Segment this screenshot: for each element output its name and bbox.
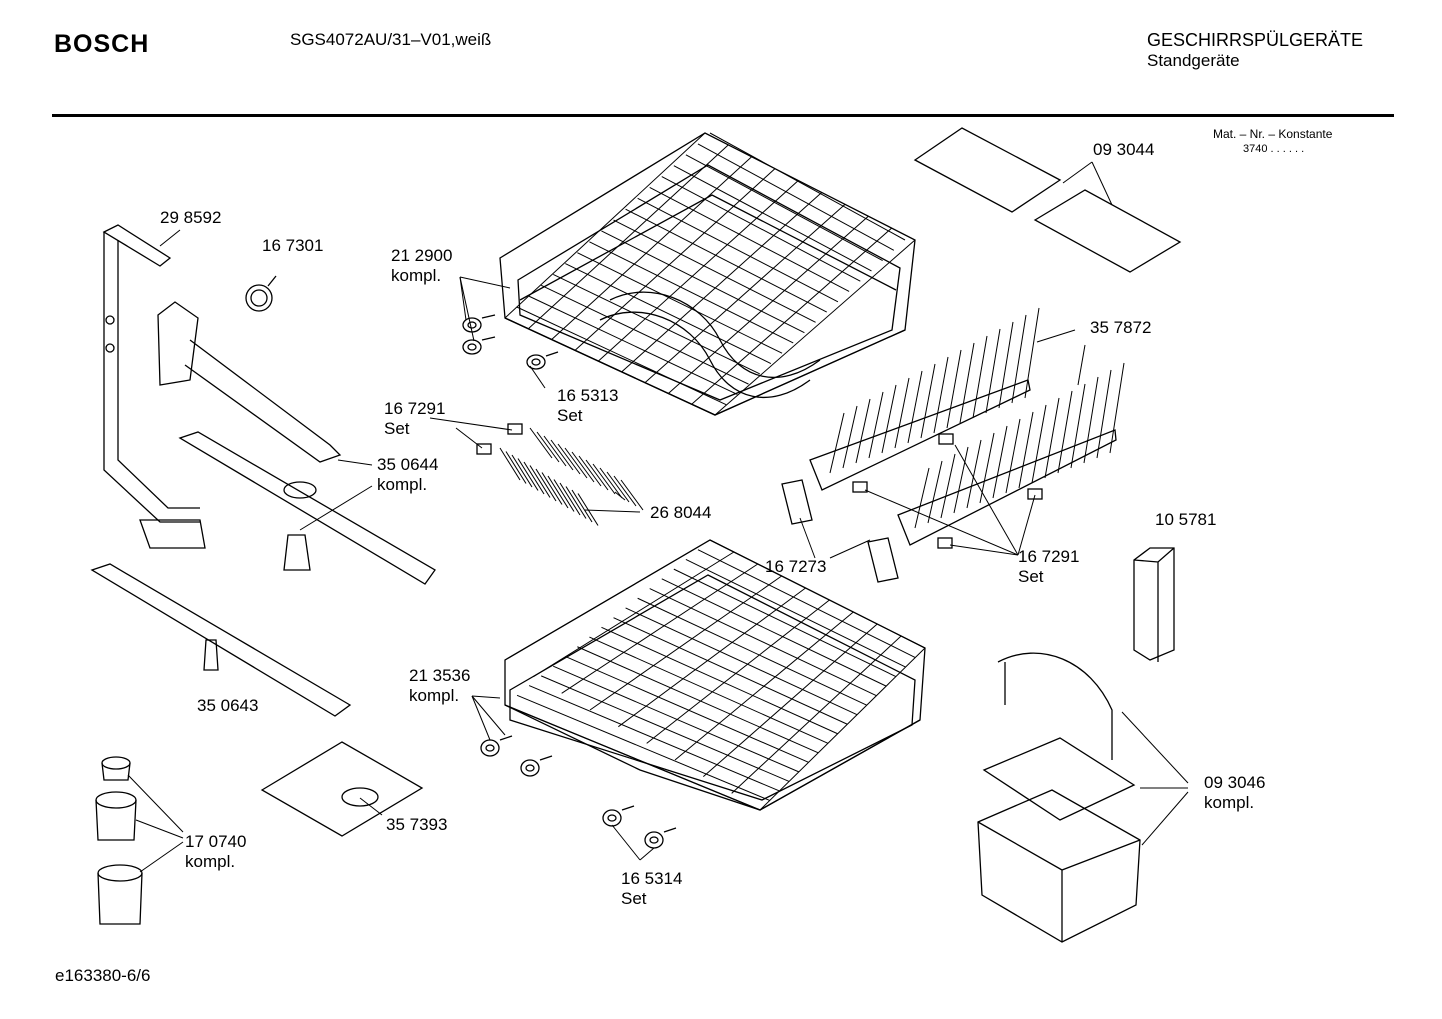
model-number: SGS4072AU/31–V01,weiß [290,30,492,49]
filter-cylinders [95,756,143,925]
drawing-code: e163380-6/6 [55,966,151,985]
lower-basket [504,539,926,811]
cup-racks [913,127,1182,273]
upper-wheels [462,314,559,370]
lower-spray-arm [90,563,352,717]
part-label-357872: 35 7872 [1090,318,1152,337]
supply-pipe [102,224,206,549]
clips [476,423,1043,583]
upper-basket [499,132,916,416]
plate-racks [809,307,1125,546]
header-divider [52,114,1394,117]
flat-filter [260,741,424,837]
part-label-167273: 16 7273 [765,557,827,576]
category-title: GESCHIRRSPÜLGERÄTE [1147,30,1364,50]
part-label-105781: 10 5781 [1155,510,1217,529]
folding-tines [499,427,644,526]
cutlery-basket [977,652,1141,943]
part-label-298592: 29 8592 [160,208,222,227]
upper-spray-arm-support [157,301,342,463]
upper-spray-arm [178,431,436,585]
part-label-167301: 16 7301 [262,236,324,255]
brand-logo: BOSCH [54,30,150,58]
subcategory-title: Standgeräte [1147,51,1240,70]
part-label-357393: 35 7393 [386,815,448,834]
part-label-093044: 09 3044 [1093,140,1155,159]
cutlery-cylinder [1133,547,1175,662]
part-label-350643: 35 0643 [197,696,259,715]
part-label-268044: 26 8044 [650,503,712,522]
nozzle-part [245,275,277,312]
leader-lines [127,161,1189,873]
mat-nr-label: Mat. – Nr. – Konstante [1213,127,1333,141]
mat-nr-value: 3740 . . . . . . [1243,143,1305,155]
lower-wheels [480,735,677,849]
